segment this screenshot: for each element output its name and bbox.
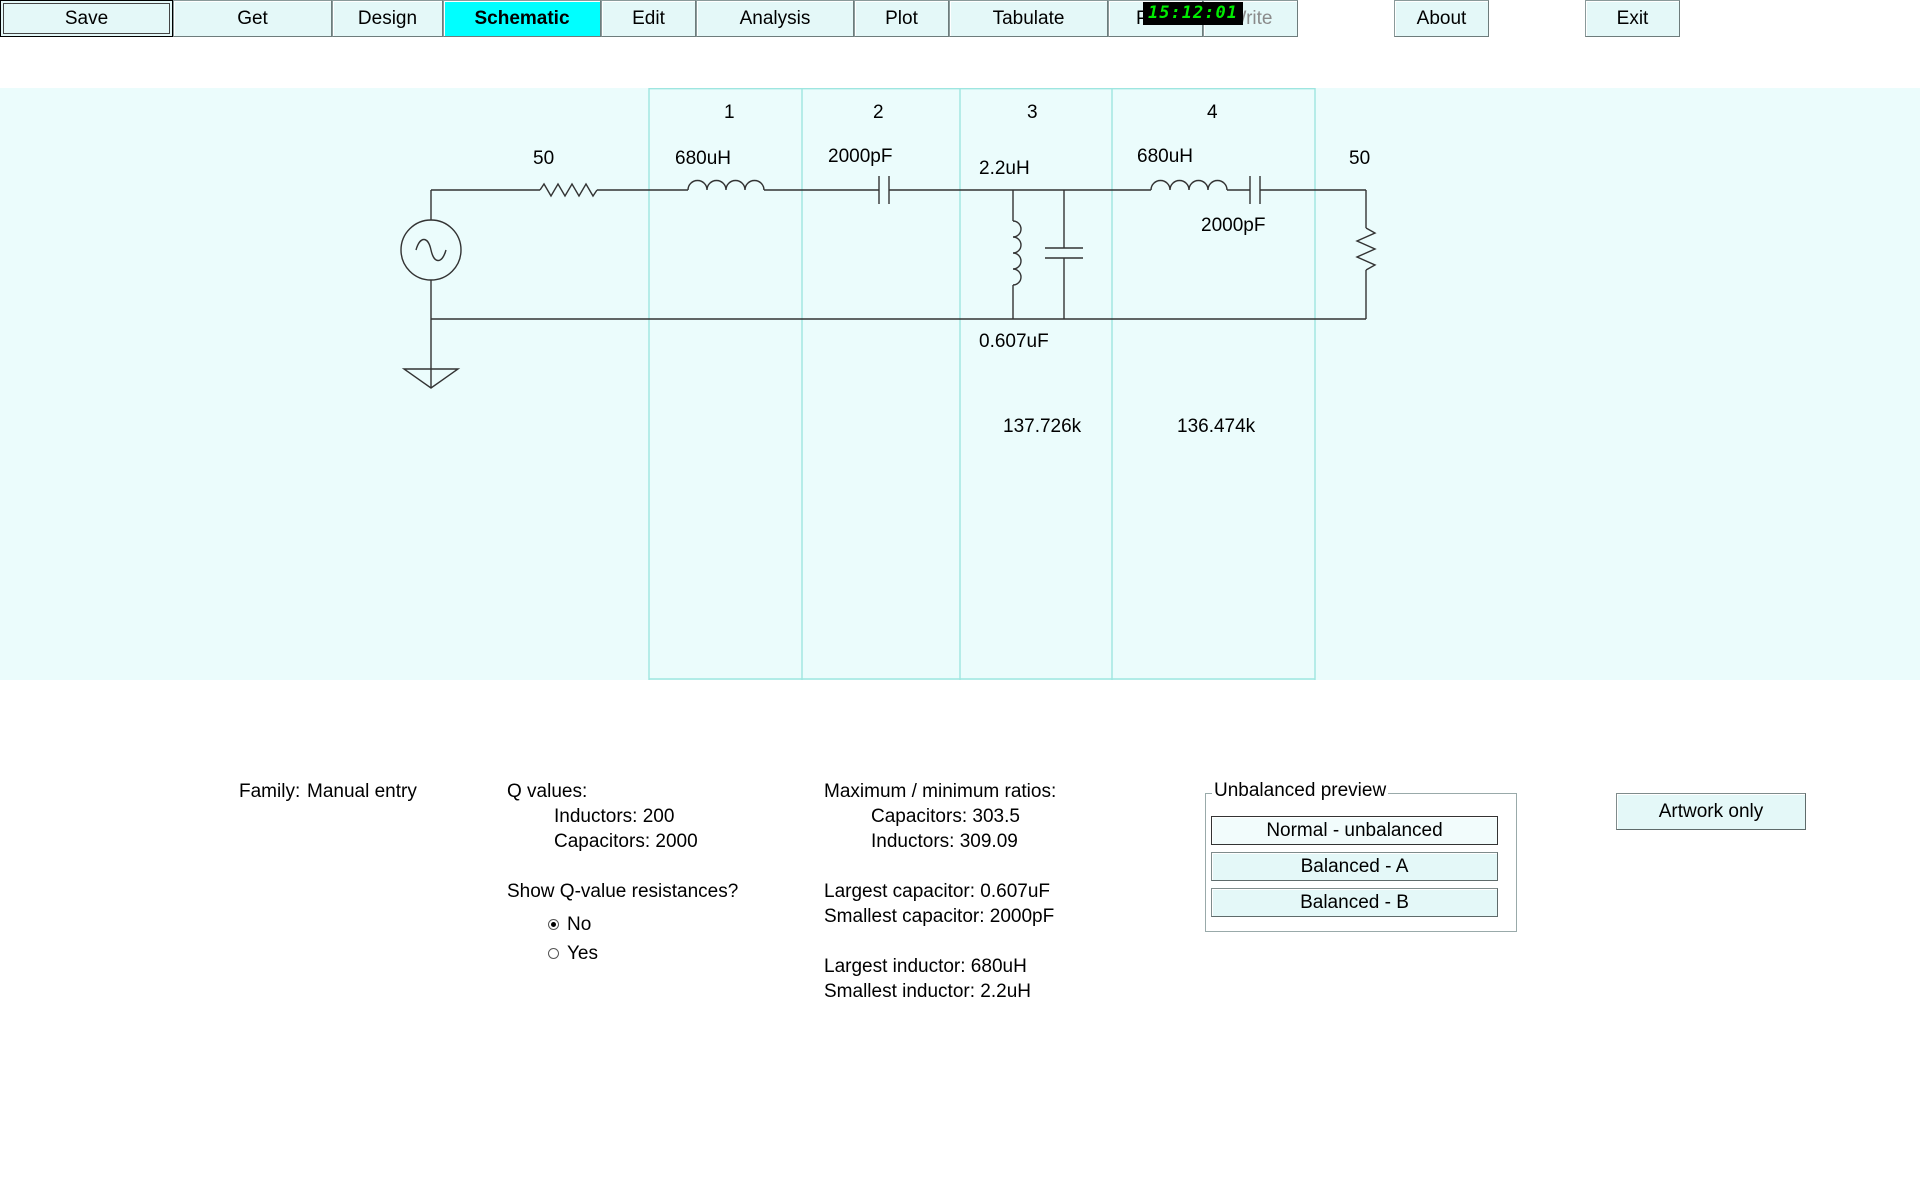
schematic-button[interactable]: Schematic [443, 0, 601, 37]
shunt-inductor-3-label: 2.2uH [979, 158, 1030, 179]
series-inductor-4-label: 680uH [1137, 146, 1193, 167]
balanced-b-button[interactable]: Balanced - B [1211, 888, 1498, 917]
radio-yes[interactable] [548, 948, 559, 959]
ratios-title: Maximum / minimum ratios: [824, 781, 1057, 802]
edit-button[interactable]: Edit [601, 0, 696, 37]
family-label: Family: [239, 781, 301, 802]
get-button[interactable]: Get [173, 0, 332, 37]
q-inductors: Inductors: 200 [554, 806, 675, 827]
column-grid [648, 88, 1316, 680]
q-capacitors: Capacitors: 2000 [554, 831, 698, 852]
ratio-capacitors: Capacitors: 303.5 [871, 806, 1020, 827]
exit-button[interactable]: Exit [1585, 0, 1680, 37]
show-q-resistances-label: Show Q-value resistances? [507, 881, 739, 902]
about-button[interactable]: About [1394, 0, 1489, 37]
largest-inductor: Largest inductor: 680uH [824, 956, 1027, 977]
smallest-capacitor: Smallest capacitor: 2000pF [824, 906, 1055, 927]
column-number: 2 [873, 102, 884, 123]
resonance-4-value: 136.474k [1177, 416, 1256, 437]
clock-display: 15:12:01 [1143, 2, 1243, 25]
q-values-title: Q values: [507, 781, 588, 802]
radio-yes-label[interactable]: Yes [567, 943, 598, 964]
series-inductor-1-label: 680uH [675, 148, 731, 169]
unbalanced-preview-title: Unbalanced preview [1212, 780, 1389, 802]
column-number: 1 [724, 102, 735, 123]
series-capacitor-2-label: 2000pF [828, 146, 893, 167]
source-resistor-icon [539, 182, 598, 198]
schematic-diagram [400, 88, 1377, 680]
column-number: 4 [1207, 102, 1218, 123]
ground-icon [401, 368, 461, 389]
normal-unbalanced-button[interactable]: Normal - unbalanced [1211, 816, 1498, 845]
smallest-inductor: Smallest inductor: 2.2uH [824, 981, 1031, 1002]
schematic-canvas: 1 2 3 4 50 680uH 2000pF 2.2uH 680uH 50 2… [0, 88, 1920, 680]
artwork-only-button[interactable]: Artwork only [1616, 793, 1806, 830]
save-button[interactable]: Save [0, 0, 173, 37]
resonance-3-value: 137.726k [1003, 416, 1082, 437]
design-button[interactable]: Design [332, 0, 443, 37]
plot-button[interactable]: Plot [854, 0, 949, 37]
analysis-button[interactable]: Analysis [696, 0, 854, 37]
load-resistor-icon [1355, 227, 1377, 271]
radio-no-label[interactable]: No [567, 914, 592, 935]
shunt-capacitor-3-label: 0.607uF [979, 331, 1049, 352]
largest-capacitor: Largest capacitor: 0.607uF [824, 881, 1051, 902]
radio-no[interactable] [548, 919, 559, 930]
column-number: 3 [1027, 102, 1038, 123]
ratio-inductors: Inductors: 309.09 [871, 831, 1018, 852]
series-capacitor-4-label: 2000pF [1201, 215, 1266, 236]
source-resistor-label: 50 [533, 148, 555, 169]
series-inductor-1-icon [687, 179, 765, 191]
balanced-a-button[interactable]: Balanced - A [1211, 852, 1498, 881]
family-value: Manual entry [307, 781, 417, 802]
shunt-inductor-3-icon [1012, 220, 1022, 286]
series-inductor-4-icon [1150, 179, 1228, 191]
tabulate-button[interactable]: Tabulate [949, 0, 1108, 37]
load-resistor-label: 50 [1349, 148, 1371, 169]
